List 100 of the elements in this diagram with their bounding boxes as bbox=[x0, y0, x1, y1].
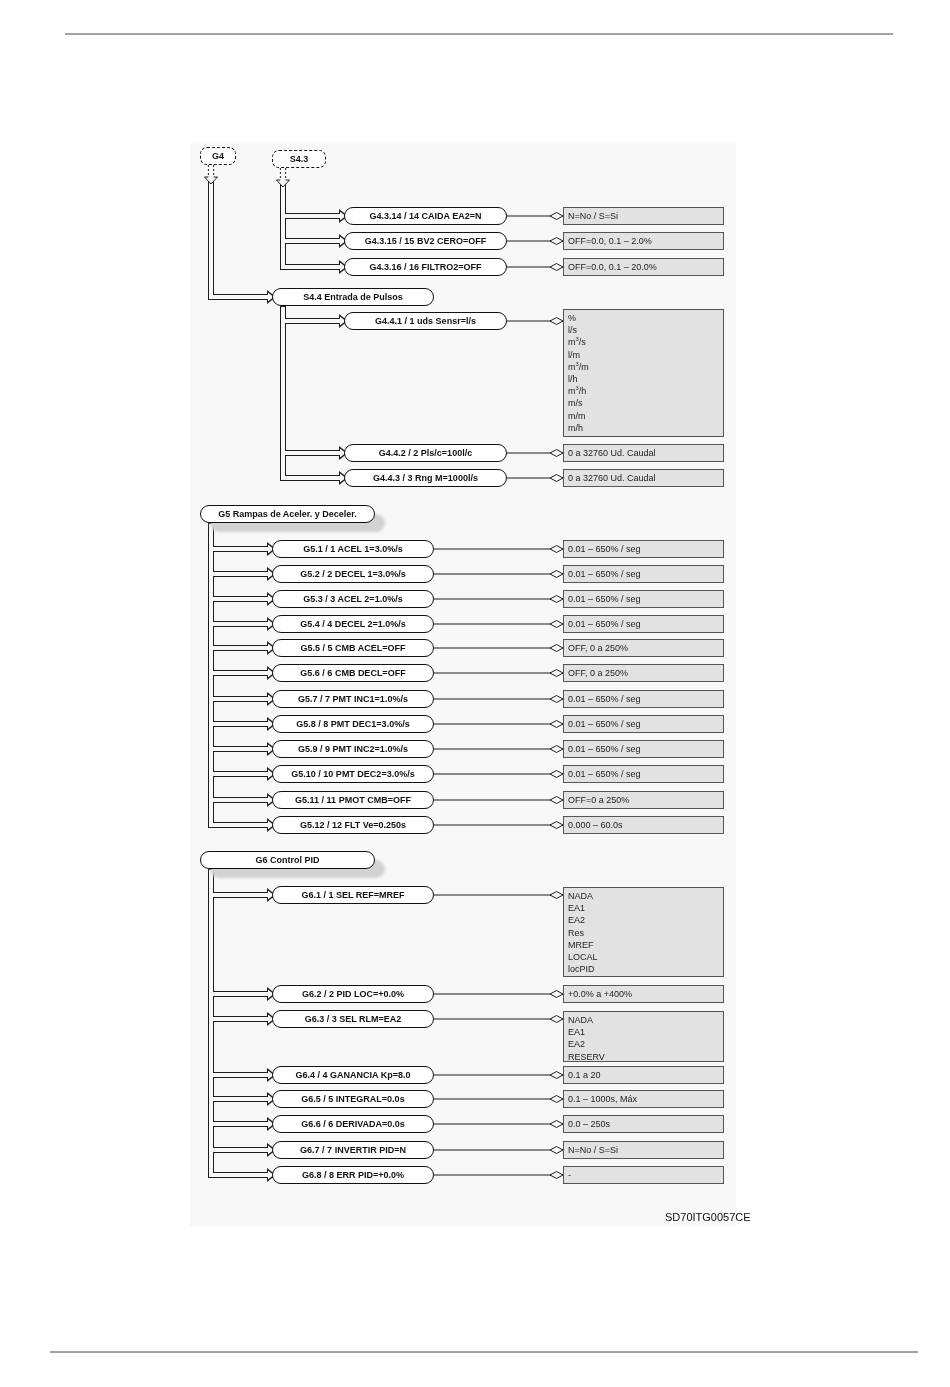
parameter-node bbox=[272, 664, 434, 682]
connector-line bbox=[433, 570, 564, 578]
value-text: 0.01 – 650% / seg bbox=[568, 617, 641, 631]
parameter-node bbox=[344, 444, 507, 462]
connector-line bbox=[506, 237, 564, 245]
value-text: l/m bbox=[568, 348, 580, 361]
value-text: 0.0 – 250s bbox=[568, 1117, 611, 1131]
node-label: G6.1 / 1 SEL REF=MREF bbox=[301, 889, 405, 901]
subgroup-node bbox=[272, 288, 434, 306]
connector-line bbox=[433, 821, 564, 829]
value-text: m/h bbox=[568, 421, 583, 435]
value-box bbox=[563, 1166, 724, 1184]
node-label: G5.11 / 11 PMOT CMB=OFF bbox=[295, 794, 411, 806]
parameter-node bbox=[344, 207, 507, 225]
value-text: 0.01 – 650% / seg bbox=[568, 542, 641, 556]
connector-line bbox=[433, 1015, 564, 1023]
value-text: OFF=0.0, 0.1 – 20.0% bbox=[568, 260, 657, 274]
value-text: 0.000 – 60.0s bbox=[568, 818, 623, 832]
value-text: locPID bbox=[568, 963, 595, 976]
value-text: 0.1 – 1000s, Máx bbox=[568, 1092, 638, 1106]
node-label: G6.4 / 4 GANANCIA Kp=8.0 bbox=[295, 1069, 411, 1081]
value-box bbox=[563, 740, 724, 758]
node-label: S4.4 Entrada de Pulsos bbox=[303, 291, 403, 303]
connector-line bbox=[506, 317, 564, 325]
parameter-node bbox=[272, 1090, 434, 1108]
value-box bbox=[563, 1011, 724, 1062]
dashed-arrow bbox=[204, 164, 218, 185]
connector-line bbox=[433, 720, 564, 728]
connector-line bbox=[506, 212, 564, 220]
parameter-node bbox=[272, 715, 434, 733]
value-box bbox=[563, 207, 724, 225]
parameter-node bbox=[272, 565, 434, 583]
drawing-number: SD70ITG0057CE bbox=[665, 1211, 751, 1224]
parameter-node bbox=[272, 1115, 434, 1133]
value-text: 0.01 – 650% / seg bbox=[568, 567, 641, 581]
value-box bbox=[563, 540, 724, 558]
parameter-node bbox=[272, 791, 434, 809]
dashed-node bbox=[200, 147, 236, 165]
value-text: m/m bbox=[568, 409, 586, 422]
parameter-node bbox=[272, 590, 434, 608]
value-text: EA1 bbox=[568, 1026, 585, 1039]
group-header bbox=[200, 851, 375, 869]
value-box bbox=[563, 258, 724, 276]
value-text: 0.01 – 650% / seg bbox=[568, 717, 641, 731]
connector-line bbox=[433, 620, 564, 628]
node-label: G4.4.2 / 2 Pls/c=100l/c bbox=[378, 447, 473, 459]
value-box bbox=[563, 690, 724, 708]
node-label: G5.6 / 6 CMB DECL=OFF bbox=[300, 667, 406, 679]
parameter-node bbox=[272, 1141, 434, 1159]
parameter-node bbox=[272, 540, 434, 558]
connector-line bbox=[506, 474, 564, 482]
value-text: NADA bbox=[568, 1014, 593, 1027]
node-label: G5.2 / 2 DECEL 1=3.0%/s bbox=[300, 568, 406, 580]
value-box bbox=[563, 1115, 724, 1133]
parameter-node bbox=[272, 690, 434, 708]
parameter-node bbox=[272, 615, 434, 633]
connector-line bbox=[433, 1171, 564, 1179]
connector-line bbox=[433, 1071, 564, 1079]
node-label: G6 Control PID bbox=[255, 854, 320, 866]
value-box bbox=[563, 639, 724, 657]
value-text: m$^{3}$/s bbox=[568, 336, 586, 349]
parameter-node bbox=[344, 469, 507, 487]
value-text: RESERV bbox=[568, 1050, 605, 1063]
value-text: l/h bbox=[568, 373, 578, 386]
value-box bbox=[563, 985, 724, 1003]
parameter-node bbox=[272, 816, 434, 834]
parameter-node bbox=[344, 312, 507, 330]
value-text: 0.01 – 650% / seg bbox=[568, 692, 641, 706]
node-label: G5.3 / 3 ACEL 2=1.0%/s bbox=[303, 593, 403, 605]
parameter-node bbox=[344, 258, 507, 276]
node-label: G6.6 / 6 DERIVADA=0.0s bbox=[301, 1118, 405, 1130]
parameter-node bbox=[272, 639, 434, 657]
connector-line bbox=[433, 745, 564, 753]
value-text: N=No / S=Si bbox=[568, 1143, 619, 1157]
node-label: G6.3 / 3 SEL RLM=EA2 bbox=[304, 1013, 402, 1025]
value-box bbox=[563, 1141, 724, 1159]
node-label: G5.1 / 1 ACEL 1=3.0%/s bbox=[303, 543, 403, 555]
value-text: 0.01 – 650% / seg bbox=[568, 592, 641, 606]
node-label: G5.9 / 9 PMT INC2=1.0%/s bbox=[298, 743, 408, 755]
connector-line bbox=[433, 644, 564, 652]
connector-line bbox=[433, 770, 564, 778]
connector-line bbox=[433, 1120, 564, 1128]
value-text: 0 a 32760 Ud. Caudal bbox=[568, 446, 656, 460]
value-box bbox=[563, 309, 724, 437]
value-text: OFF, 0 a 250% bbox=[568, 641, 629, 655]
node-label: G5.12 / 12 FLT Ve=0.250s bbox=[299, 819, 407, 831]
value-text: m/s bbox=[568, 397, 583, 410]
value-text: EA1 bbox=[568, 902, 585, 915]
value-box bbox=[563, 590, 724, 608]
value-text: % bbox=[568, 312, 576, 325]
value-text: OFF, 0 a 250% bbox=[568, 666, 629, 680]
value-text: OFF=0 a 250% bbox=[568, 793, 630, 807]
value-box bbox=[563, 715, 724, 733]
value-box bbox=[563, 887, 724, 977]
node-label: G6.7 / 7 INVERTIR PID=N bbox=[300, 1144, 406, 1156]
node-label: S4.3 bbox=[289, 153, 309, 165]
connector-line bbox=[433, 695, 564, 703]
value-box bbox=[563, 565, 724, 583]
value-box bbox=[563, 615, 724, 633]
value-text: 0 a 32760 Ud. Caudal bbox=[568, 471, 656, 485]
